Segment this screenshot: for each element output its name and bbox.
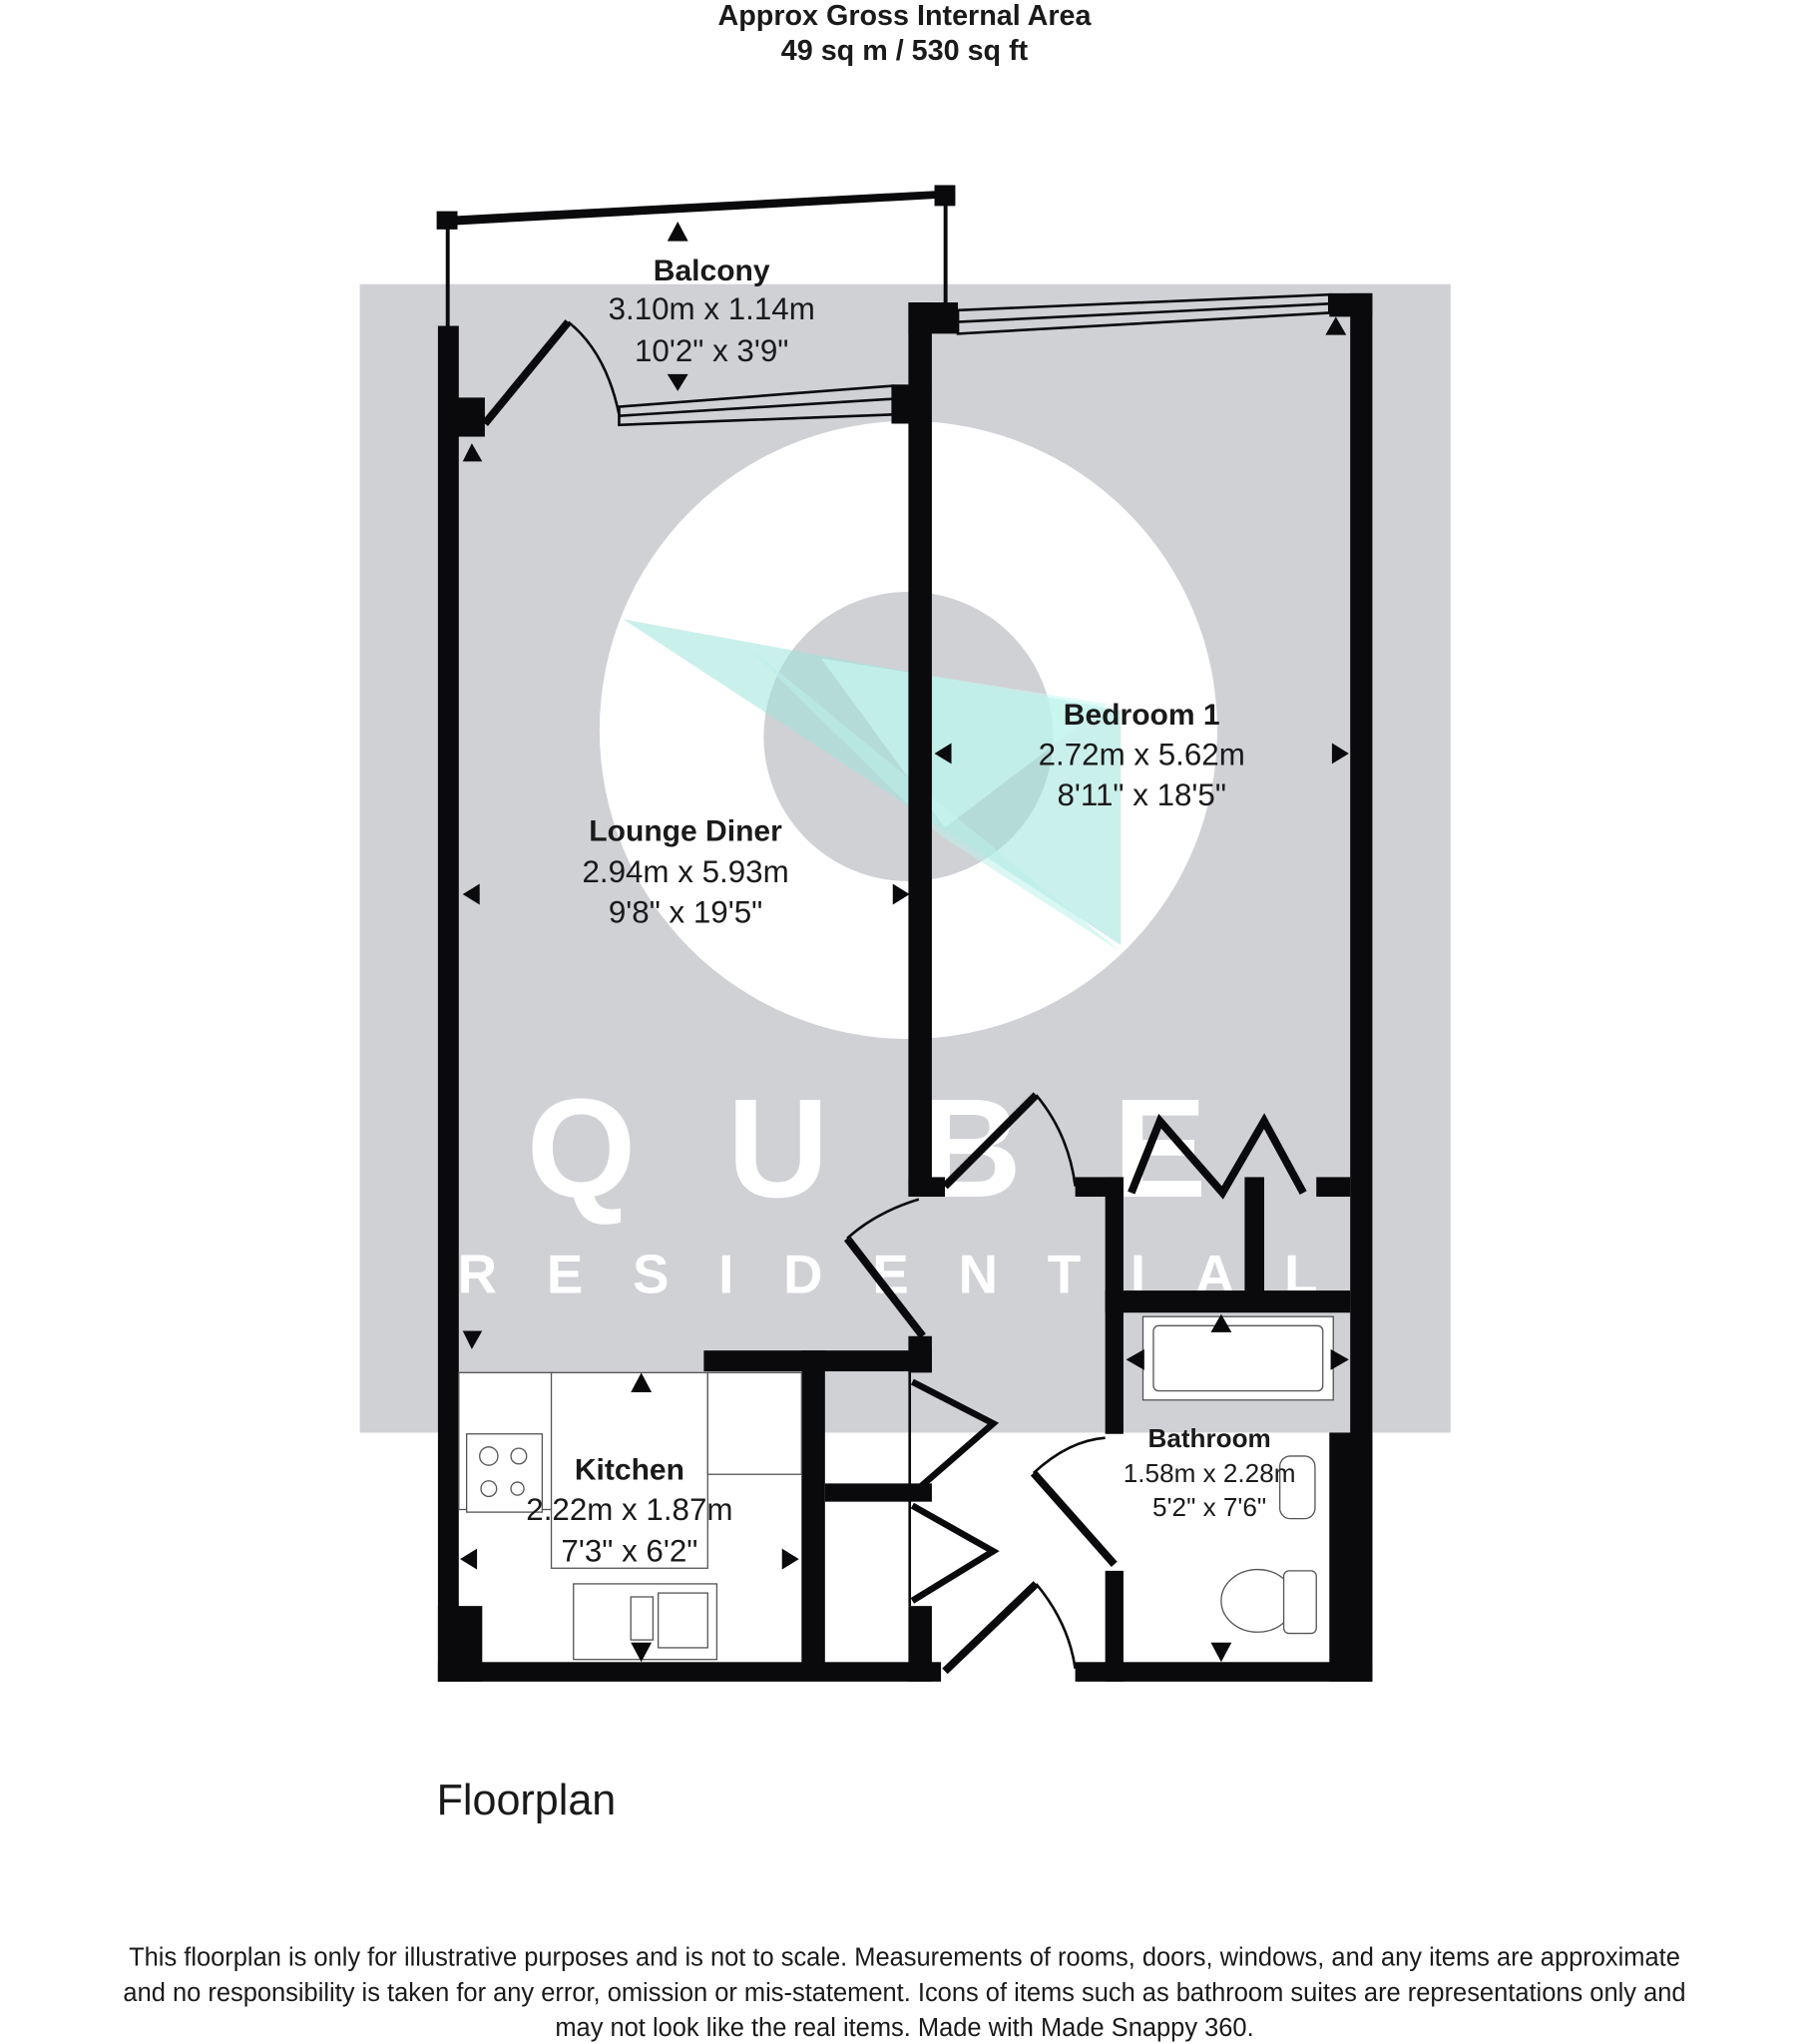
bathroom-fixtures <box>1141 1315 1334 1635</box>
area-title: Approx Gross Internal Area <box>718 0 1093 32</box>
room-label-lounge-diner: Lounge Diner 2.94m x 5.93m 9'8" x 19'5" <box>582 814 788 929</box>
svg-text:Bathroom: Bathroom <box>1147 1423 1270 1453</box>
svg-text:8'11" x 18'5": 8'11" x 18'5" <box>1057 777 1226 812</box>
svg-text:2.72m x 5.62m: 2.72m x 5.62m <box>1039 738 1245 772</box>
svg-text:Balcony: Balcony <box>654 255 770 287</box>
svg-text:Lounge Diner: Lounge Diner <box>589 814 782 847</box>
svg-text:10'2" x 3'9": 10'2" x 3'9" <box>635 333 788 368</box>
svg-text:9'8" x 19'5": 9'8" x 19'5" <box>609 895 762 930</box>
svg-text:2.94m x 5.93m: 2.94m x 5.93m <box>582 854 788 889</box>
watermark: QUBE RESIDENTIAL <box>359 283 1451 1433</box>
svg-text:1.58m x 2.28m: 1.58m x 2.28m <box>1124 1458 1296 1488</box>
hob-icon <box>465 1433 544 1513</box>
svg-text:7'3" x 6'2": 7'3" x 6'2" <box>561 1534 697 1569</box>
watermark-brand: QUBE <box>527 1069 1298 1227</box>
room-label-kitchen: Kitchen 2.22m x 1.87m 7'3" x 6'2" <box>526 1453 732 1568</box>
svg-text:Kitchen: Kitchen <box>575 1453 684 1486</box>
doors <box>481 319 1307 1675</box>
kitchen-fixtures <box>458 1371 802 1661</box>
disclaimer-line: may not look like the real items. Made w… <box>555 2014 1253 2042</box>
basin-icon <box>1279 1455 1316 1520</box>
room-label-bedroom-1: Bedroom 1 2.72m x 5.62m 8'11" x 18'5" <box>1039 699 1245 812</box>
room-label-balcony: Balcony 3.10m x 1.14m 10'2" x 3'9" <box>609 255 815 368</box>
svg-text:3.10m x 1.14m: 3.10m x 1.14m <box>609 291 815 326</box>
walls <box>437 292 1373 1682</box>
svg-text:2.22m x 1.87m: 2.22m x 1.87m <box>526 1492 732 1527</box>
room-label-bathroom: Bathroom 1.58m x 2.28m 5'2" x 7'6" <box>1124 1423 1296 1522</box>
area-value: 49 sq m / 530 sq ft <box>781 35 1029 67</box>
floor-label: Floorplan <box>437 1777 617 1824</box>
dimension-arrows <box>460 222 1349 1663</box>
svg-text:Bedroom 1: Bedroom 1 <box>1064 699 1220 732</box>
windows <box>618 292 1331 427</box>
disclaimer-line: This floorplan is only for illustrative … <box>129 1944 1680 1972</box>
balcony-outline <box>436 185 956 329</box>
svg-text:5'2" x 7'6": 5'2" x 7'6" <box>1152 1492 1266 1522</box>
disclaimer-line: and no responsibility is taken for any e… <box>123 1979 1685 2007</box>
